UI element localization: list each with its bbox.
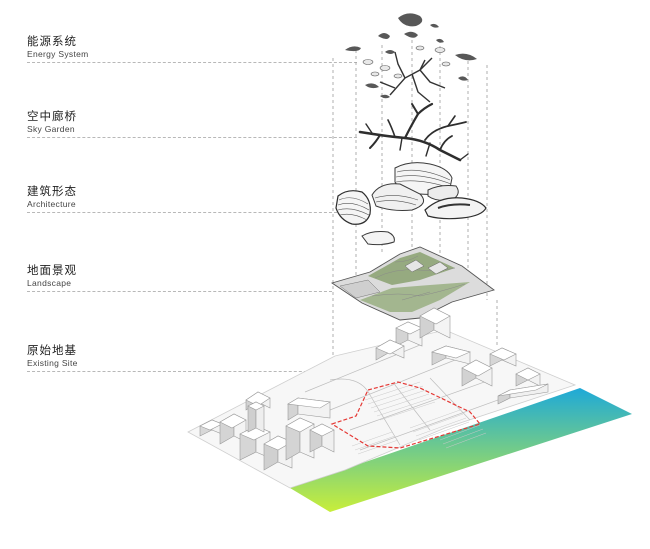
layer-guide-line (27, 212, 337, 213)
layer-title-en: Architecture (27, 199, 76, 209)
layer-title-zh: 空中廊桥 (27, 111, 77, 123)
layer-label-architecture: 建筑形态 Architecture (27, 185, 77, 210)
waterfront (290, 388, 632, 512)
left-building-cluster (199, 391, 335, 471)
layer-label-sky-garden: 空中廊桥 Sky Garden (27, 110, 77, 135)
block (287, 397, 331, 421)
layer-title-en: Existing Site (27, 358, 78, 368)
block (431, 345, 471, 366)
layer-label-existing-site: 原始地基 Existing Site (27, 344, 78, 369)
landscape-layer (330, 246, 495, 321)
layer-title-zh: 地面景观 (27, 265, 77, 277)
right-building-cluster (375, 307, 549, 405)
layer-label-energy: 能源系统 Energy System (27, 35, 89, 60)
energy-branches (379, 51, 446, 103)
existing-site-layer (187, 307, 632, 512)
block (247, 401, 265, 433)
block (419, 307, 451, 339)
layer-guide-line (27, 137, 357, 138)
right-building (424, 197, 487, 220)
small-pavilion (361, 231, 395, 246)
energy-umbrellas (362, 45, 451, 79)
architecture-layer (335, 162, 487, 246)
layer-label-landscape: 地面景观 Landscape (27, 264, 77, 289)
layer-title-zh: 建筑形态 (27, 186, 77, 198)
energy-system-layer (345, 13, 477, 103)
site-boundary (330, 381, 482, 449)
layer-guide-line (27, 291, 332, 292)
projection-lines (332, 40, 498, 395)
layer-title-en: Sky Garden (27, 124, 75, 134)
block (263, 435, 293, 471)
block (515, 367, 541, 387)
layer-guide-line (27, 371, 327, 372)
block (395, 321, 423, 347)
block (497, 383, 549, 405)
block (309, 423, 335, 453)
energy-panels (345, 13, 477, 99)
block (489, 347, 517, 367)
left-building (335, 190, 371, 225)
block (199, 419, 223, 437)
layer-title-en: Landscape (27, 278, 72, 288)
layer-guide-line (27, 62, 357, 63)
block (461, 359, 493, 387)
sky-garden-layer (358, 102, 469, 162)
layer-title-zh: 能源系统 (27, 36, 77, 48)
central-tower (371, 162, 459, 211)
layer-title-en: Energy System (27, 49, 89, 59)
block (375, 339, 405, 361)
layer-title-zh: 原始地基 (27, 345, 77, 357)
